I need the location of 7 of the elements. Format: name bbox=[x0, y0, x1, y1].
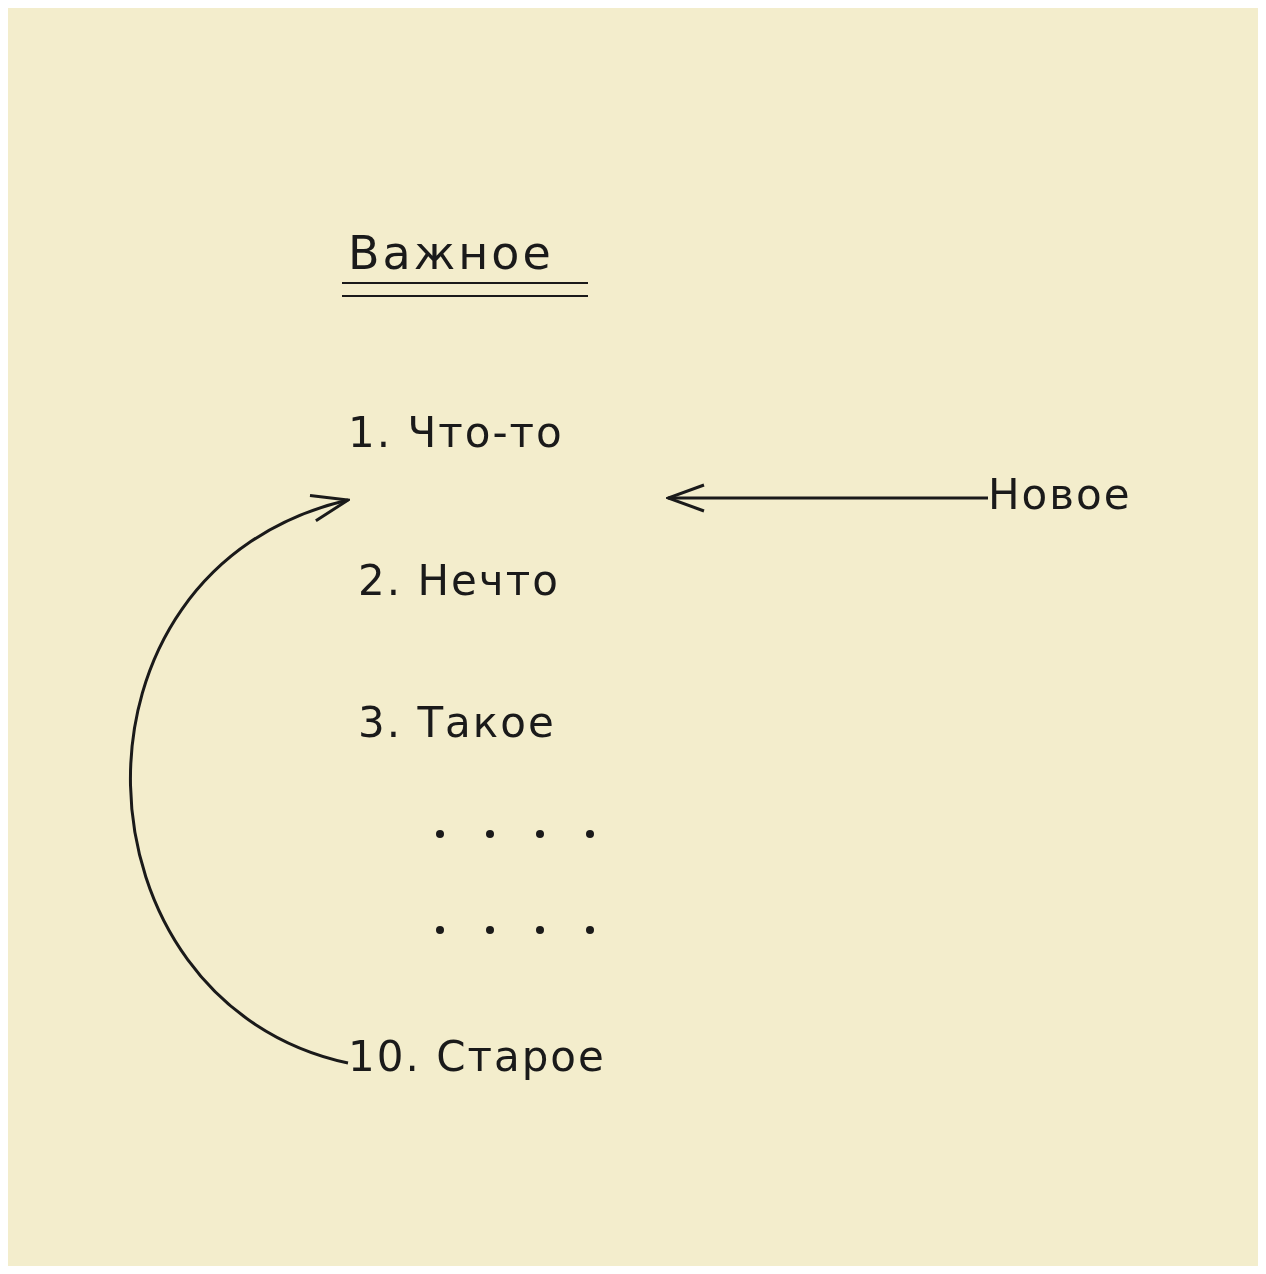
list-item-text: Новое bbox=[988, 470, 1133, 519]
arrow bbox=[666, 483, 988, 513]
list-item-text: 1. Что-то bbox=[348, 408, 565, 457]
title: Важное bbox=[348, 226, 554, 280]
list-item-text: 2. Нечто bbox=[358, 556, 560, 605]
list-item-text: 3. Такое bbox=[358, 698, 556, 747]
list-item-text: 10. Старое bbox=[348, 1032, 607, 1081]
